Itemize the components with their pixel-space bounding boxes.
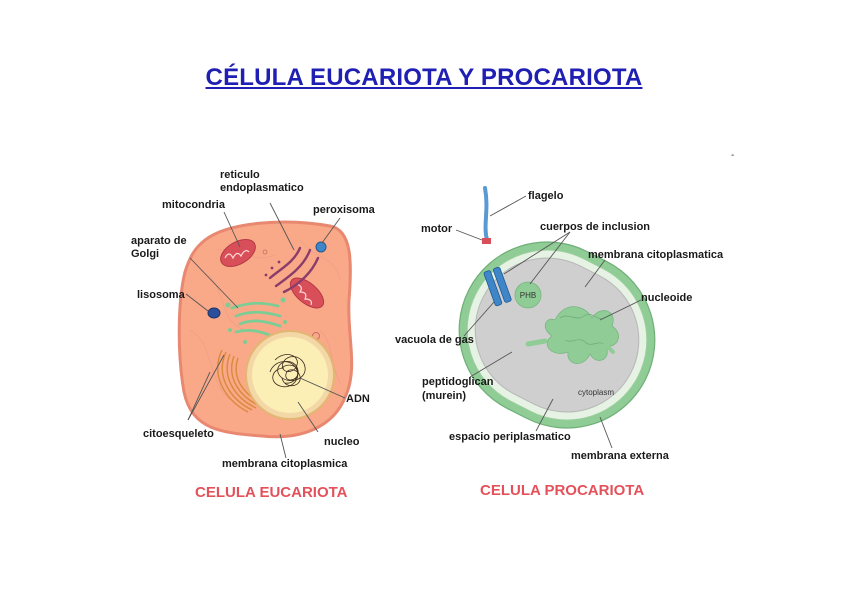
label-phb: PHB: [520, 291, 536, 300]
peroxisome: [316, 242, 326, 252]
flagellum: [485, 188, 487, 240]
label-lisosoma: lisosoma: [137, 289, 186, 301]
label-cytoplasm: cytoplasm: [578, 388, 614, 397]
caption-prokaryote: CELULA PROCARIOTA: [480, 482, 644, 499]
label-mitocondria: mitocondria: [162, 199, 226, 211]
label-aparato-line1: aparato de: [131, 235, 187, 247]
label-reticulo-line2: endoplasmatico: [220, 182, 304, 194]
label-espacio-periplasmatico: espacio periplasmatico: [449, 431, 571, 443]
label-citoesqueleto: citoesqueleto: [143, 428, 214, 440]
flagellar-motor: [482, 238, 491, 244]
label-peptidoglican-line1: peptidoglican: [422, 376, 494, 388]
label-peptidoglican-line2: (murein): [422, 390, 466, 402]
label-nucleoide: nucleoide: [641, 292, 692, 304]
label-membrana-citoplasmica: membrana citoplasmica: [222, 458, 348, 470]
lysosome: [208, 308, 220, 318]
caption-eukaryote: CELULA EUCARIOTA: [195, 484, 348, 501]
label-vacuola-de-gas: vacuola de gas: [395, 334, 474, 346]
label-cuerpos-de-inclusion: cuerpos de inclusion: [540, 221, 650, 233]
eukaryotic-cell: reticulo endoplasmatico mitocondria pero…: [131, 169, 376, 501]
label-membrana-externa: membrana externa: [571, 450, 670, 462]
label-adn: ADN: [346, 393, 370, 405]
label-nucleo: nucleo: [324, 436, 360, 448]
nucleus: [246, 331, 334, 419]
label-motor: motor: [421, 223, 453, 235]
label-aparato-line2: Golgi: [131, 248, 159, 260]
prokaryotic-cell: PHB cytoplasm flagelo motor cuerpos de i…: [395, 188, 724, 499]
label-flagelo: flagelo: [528, 190, 564, 202]
label-membrana-citoplasmatica: membrana citoplasmatica: [588, 249, 724, 261]
label-reticulo-line1: reticulo: [220, 169, 260, 181]
label-peroxisoma: peroxisoma: [313, 204, 376, 216]
